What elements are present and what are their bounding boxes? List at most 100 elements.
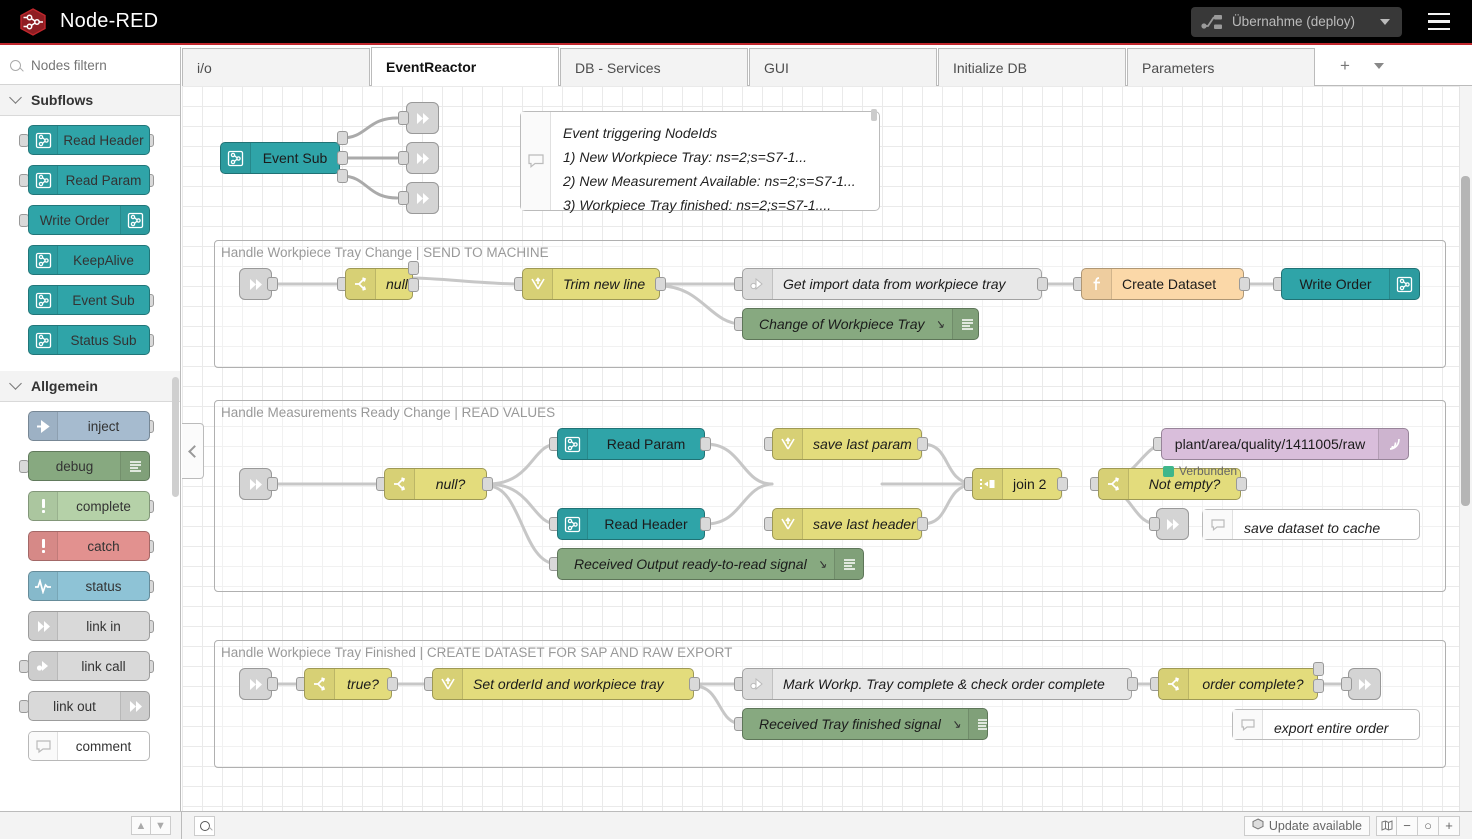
flow-node-change-save-last-header[interactable]: save last header xyxy=(772,508,922,540)
minus-icon[interactable]: − xyxy=(1397,815,1418,836)
node-output-port[interactable] xyxy=(1037,277,1048,291)
comment-resize-handle[interactable] xyxy=(871,109,877,121)
deploy-button[interactable]: Übernahme (deploy) xyxy=(1190,6,1402,37)
flow-group-workpiece-tray-change[interactable]: Handle Workpiece Tray Change | SEND TO M… xyxy=(214,240,1446,368)
flow-node-subflow-write-order[interactable]: Write Order xyxy=(1281,268,1420,300)
flow-group-workpiece-tray-finished[interactable]: Handle Workpiece Tray Finished | CREATE … xyxy=(214,640,1446,768)
tab-io[interactable]: i/o xyxy=(182,48,370,86)
node-input-port[interactable] xyxy=(1149,517,1160,531)
node-output-port[interactable] xyxy=(917,517,928,531)
canvas-scrollbar-thumb[interactable] xyxy=(1461,176,1470,506)
node-output-port[interactable] xyxy=(1057,477,1068,491)
flow-node-subflow-read-header[interactable]: Read Header xyxy=(557,508,705,540)
flow-node-mqtt-out-raw[interactable]: plant/area/quality/1411005/raw xyxy=(1161,428,1409,460)
palette-item[interactable]: comment xyxy=(0,731,180,771)
node-output-port[interactable] xyxy=(267,677,278,691)
node-output-port[interactable] xyxy=(408,278,419,292)
flow-node-function-create-dataset[interactable]: Create Dataset xyxy=(1081,268,1244,300)
node-output-port[interactable] xyxy=(1313,679,1324,693)
update-available-button[interactable]: Update available xyxy=(1243,815,1370,836)
palette-item[interactable]: Status Sub xyxy=(0,325,180,365)
flow-node-subflow-read-param[interactable]: Read Param xyxy=(557,428,705,460)
palette-category-subflows[interactable]: Subflows xyxy=(0,85,180,116)
node-input-port[interactable] xyxy=(398,191,409,205)
node-output-port[interactable] xyxy=(655,277,666,291)
palette-item[interactable]: inject xyxy=(0,411,180,451)
flow-node-comment-save-dataset[interactable]: save dataset to cache xyxy=(1202,509,1420,540)
node-output-port[interactable] xyxy=(1236,477,1247,491)
palette-item[interactable]: KeepAlive xyxy=(0,245,180,285)
tab-gui[interactable]: GUI xyxy=(749,48,937,86)
node-output-port[interactable] xyxy=(482,477,493,491)
flow-node-switch-null-2[interactable]: null? xyxy=(384,468,487,500)
flow-node-switch-null[interactable]: null? xyxy=(345,268,413,300)
palette-item[interactable]: Write Order xyxy=(0,205,180,245)
flow-node-link-out-3[interactable] xyxy=(1348,668,1381,700)
node-output-port[interactable] xyxy=(387,677,398,691)
palette-scrollbar[interactable] xyxy=(172,377,179,497)
flow-node-event-sub[interactable]: Event Sub xyxy=(220,142,340,174)
flow-node-debug-received-tray-finished[interactable]: Received Tray finished signal ↘ xyxy=(742,708,988,740)
chevron-down-icon[interactable] xyxy=(1362,63,1396,69)
chevrons-up-icon[interactable]: ▲ xyxy=(131,816,151,835)
flow-canvas[interactable]: Event Sub Event triggering NodeIds 1) Ne… xyxy=(182,86,1472,817)
palette-item[interactable]: link call xyxy=(0,651,180,691)
flow-node-switch-order-complete[interactable]: order complete? xyxy=(1158,668,1318,700)
flow-node-switch-true[interactable]: true? xyxy=(304,668,392,700)
flow-node-change-save-last-param[interactable]: save last param xyxy=(772,428,922,460)
flow-node-link-in[interactable] xyxy=(239,668,272,700)
node-output-port[interactable] xyxy=(267,477,278,491)
flow-node-debug-change-of-workpiece-tray[interactable]: Change of Workpiece Tray ↘ xyxy=(742,308,979,340)
node-output-port[interactable] xyxy=(337,151,348,165)
tab-eventreactor[interactable]: EventReactor xyxy=(371,47,559,86)
flow-node-link-out-2[interactable] xyxy=(1156,508,1189,540)
node-output-port[interactable] xyxy=(1313,662,1324,676)
chevrons-down-icon[interactable]: ▼ xyxy=(151,816,171,835)
search-input[interactable] xyxy=(29,57,169,74)
node-output-port[interactable] xyxy=(337,131,348,145)
canvas-scrollbar-track[interactable] xyxy=(1459,86,1472,811)
palette-item[interactable]: debug xyxy=(0,451,180,491)
map-icon[interactable] xyxy=(1376,815,1397,836)
node-output-port[interactable] xyxy=(917,437,928,451)
palette-item[interactable]: status xyxy=(0,571,180,611)
palette-collapse-button[interactable] xyxy=(182,423,204,479)
palette-category-allgemein[interactable]: Allgemein xyxy=(0,371,180,402)
flow-canvas-container[interactable]: Event Sub Event triggering NodeIds 1) Ne… xyxy=(182,86,1472,817)
flow-node-link-in[interactable] xyxy=(239,468,272,500)
tab-db-services[interactable]: DB - Services xyxy=(560,48,748,86)
palette-item[interactable]: link out xyxy=(0,691,180,731)
node-output-port[interactable] xyxy=(267,277,278,291)
plus-icon[interactable]: + xyxy=(1439,815,1460,836)
plus-icon[interactable]: + xyxy=(1340,56,1350,75)
search-flows-button[interactable] xyxy=(194,815,215,836)
node-output-port[interactable] xyxy=(700,437,711,451)
flow-node-link-out[interactable] xyxy=(406,102,439,134)
palette-item[interactable]: catch xyxy=(0,531,180,571)
palette-item[interactable]: complete xyxy=(0,491,180,531)
flow-node-comment-export-entire-order[interactable]: export entire order xyxy=(1232,709,1420,740)
node-input-port[interactable] xyxy=(398,151,409,165)
node-output-port[interactable] xyxy=(1239,277,1250,291)
flow-node-link-call-get-import-data[interactable]: Get import data from workpiece tray xyxy=(742,268,1042,300)
flow-node-change-trim-new-line[interactable]: Trim new line xyxy=(522,268,660,300)
palette-item[interactable]: Event Sub xyxy=(0,285,180,325)
node-input-port[interactable] xyxy=(398,111,409,125)
tab-initialize-db[interactable]: Initialize DB xyxy=(938,48,1126,86)
palette-item[interactable]: Read Header xyxy=(0,125,180,165)
palette-item[interactable]: link in xyxy=(0,611,180,651)
flow-node-link-out[interactable] xyxy=(406,142,439,174)
flow-node-link-out[interactable] xyxy=(406,182,439,214)
node-output-port[interactable] xyxy=(1127,677,1138,691)
flow-node-link-call-mark-workp-tray[interactable]: Mark Workp. Tray complete & check order … xyxy=(742,668,1132,700)
tab-parameters[interactable]: Parameters xyxy=(1127,48,1315,86)
node-input-port[interactable] xyxy=(1341,677,1352,691)
circle-icon[interactable]: ○ xyxy=(1418,815,1439,836)
hamburger-menu-icon[interactable] xyxy=(1420,7,1458,37)
chevron-down-icon[interactable] xyxy=(1380,18,1390,25)
palette-item[interactable]: Read Param xyxy=(0,165,180,205)
flow-node-join-2[interactable]: join 2 xyxy=(972,468,1062,500)
flow-node-change-set-orderid[interactable]: Set orderId and workpiece tray xyxy=(432,668,694,700)
node-output-port[interactable] xyxy=(337,169,348,183)
flow-node-debug-received-output-ready[interactable]: Received Output ready-to-read signal ↘ xyxy=(557,548,864,580)
